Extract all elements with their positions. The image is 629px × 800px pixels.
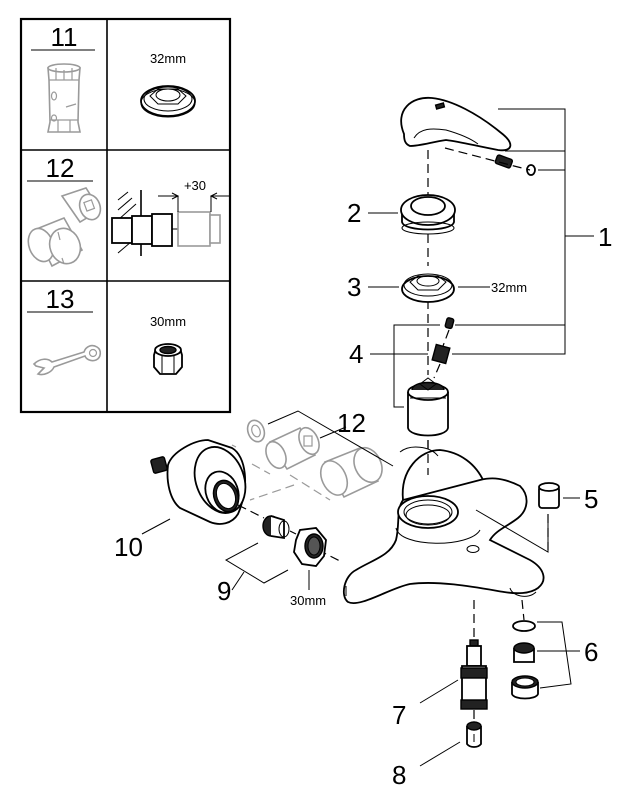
axis-line (444, 147, 531, 171)
callout-bracket-6 (537, 621, 580, 689)
leader-line (419, 741, 461, 767)
callout-9-size: 30mm (290, 593, 326, 608)
leader-line (141, 518, 171, 535)
leader-line (475, 509, 549, 553)
lever-handle (400, 97, 512, 152)
union-nut-icon (153, 343, 183, 375)
legend-number-13: 13 (46, 284, 75, 314)
axis-line (521, 599, 525, 621)
plug-cap (538, 482, 560, 509)
cartridge (407, 377, 449, 437)
legend-number-12: 12 (46, 153, 75, 183)
wrench-icon (32, 344, 102, 376)
cover-cap (400, 194, 456, 235)
mixer-body (342, 446, 545, 604)
cartridge-screw (444, 317, 455, 330)
callout-8: 8 (392, 760, 406, 790)
extension-sleeves-icon (27, 187, 102, 268)
callout-bracket-1 (452, 108, 594, 355)
leader-line (419, 679, 459, 704)
diverter (460, 639, 488, 710)
aerator-insert (513, 642, 535, 663)
aerator-washer (512, 620, 536, 632)
callout-3: 3 (347, 272, 361, 302)
callout-1: 1 (598, 222, 612, 252)
callout-4: 4 (349, 339, 363, 369)
aerator-housing (511, 675, 539, 700)
lock-nut (401, 273, 455, 303)
axis-line (433, 329, 450, 379)
wall-connector (150, 439, 247, 525)
callout-bracket-4 (370, 324, 440, 408)
legend-size-label-13: 30mm (150, 314, 186, 329)
cartridge-adapter (431, 343, 451, 365)
callout-6: 6 (584, 637, 598, 667)
legend-size-label-11: 32mm (150, 51, 186, 66)
legend-table-border (19, 17, 232, 414)
callout-10: 10 (114, 532, 143, 562)
callout-3-size: 32mm (491, 280, 527, 295)
legend-table: 11 32mm 12 (19, 17, 232, 414)
s-union-eccentric (262, 515, 290, 540)
handle-cap (526, 164, 536, 176)
callout-bracket-12 (267, 410, 394, 467)
callout-2: 2 (347, 198, 361, 228)
union-nut (293, 527, 327, 567)
callout-bracket-9 (224, 542, 289, 591)
extension-dimension-icon (111, 190, 230, 256)
socket-tool-icon (47, 63, 81, 133)
lock-nut-icon (140, 85, 196, 118)
handle-screw (494, 154, 514, 169)
callout-12: 12 (337, 408, 366, 438)
legend-dimension-label-12: +30 (184, 178, 206, 193)
legend-number-11: 11 (51, 22, 78, 52)
callout-7: 7 (392, 700, 406, 730)
extension-set-optional (231, 419, 383, 501)
callout-9: 9 (217, 576, 231, 606)
callout-5: 5 (584, 484, 598, 514)
check-valve (466, 721, 482, 748)
